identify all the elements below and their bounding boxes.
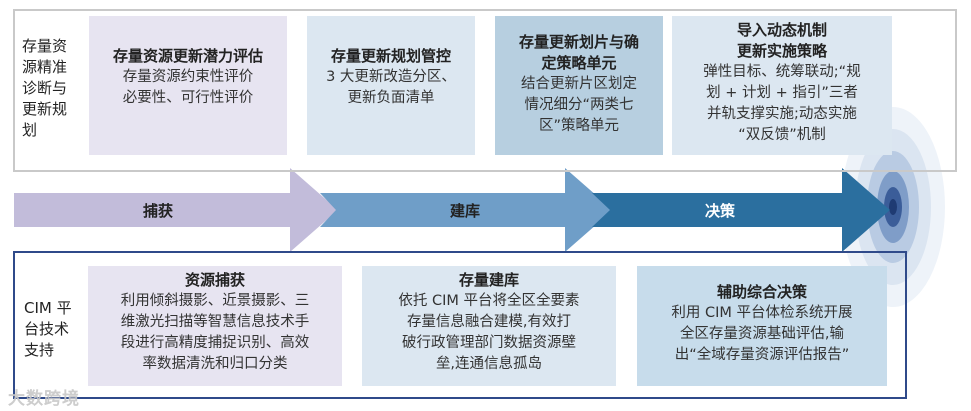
box-strategy-unit: 存量更新划片与确 定策略单元 结合更新片区划定 情况细分“两类七 区”策略单元	[495, 16, 663, 155]
box-text: 必要性、可行性评价	[122, 90, 254, 106]
box-title: 更新实施策略	[736, 42, 827, 60]
box-text: 段进行高精度捕捉识别、高效	[120, 335, 310, 351]
box-database-building: 存量建库 依托 CIM 平台将全区全要素 存量信息融合建模,有效打 破行政管理部…	[362, 266, 616, 386]
box-text: 结合更新片区划定	[521, 76, 637, 92]
box-text: 更新负面清单	[347, 90, 435, 106]
box-text: 维激光扫描等智慧信息技术手	[120, 314, 310, 330]
flow-arrow-decide	[592, 168, 890, 252]
box-potential-evaluation: 存量资源更新潜力评估 存量资源约束性评价 必要性、可行性评价	[89, 16, 287, 155]
box-text: 全区存量资源基础评估,输	[679, 326, 845, 342]
box-text: 存量信息融合建模,有效打	[406, 314, 572, 330]
box-text: 3 大更新改造分区、	[326, 69, 456, 85]
flow-label-build: 建库	[449, 202, 480, 220]
label-line: CIM 平	[24, 299, 72, 317]
label-line: 划	[22, 121, 38, 139]
box-title: 存量资源更新潜力评估	[112, 47, 263, 65]
box-title: 存量更新划片与确	[518, 33, 639, 51]
box-text: 利用倾斜摄影、近景摄影、三	[120, 293, 310, 309]
label-line: 支持	[24, 341, 55, 359]
watermark: 大数跨境	[8, 389, 80, 409]
box-text: 率数据清洗和归口分类	[142, 356, 288, 372]
box-text: 并轨支撑实施;动态实施	[707, 106, 857, 122]
box-title: 辅助综合决策	[716, 283, 807, 301]
box-resource-capture: 资源捕获 利用倾斜摄影、近景摄影、三 维激光扫描等智慧信息技术手 段进行高精度捕…	[88, 266, 342, 386]
flow-arrow-build	[320, 168, 613, 252]
box-text: 情况细分“两类七	[524, 97, 634, 113]
box-text: 垒,连通信息孤岛	[435, 356, 543, 372]
flow-label-capture: 捕获	[142, 202, 173, 220]
box-title: 存量更新规划管控	[330, 47, 451, 65]
box-text: 依托 CIM 平台将全区全要素	[398, 293, 580, 309]
box-text: “双反馈”机制	[738, 127, 826, 143]
box-title: 资源捕获	[184, 271, 245, 289]
bottom-section-label: CIM 平 台技术 支持	[24, 298, 72, 361]
box-dynamic-mechanism: 导入动态机制 更新实施策略 弹性目标、统筹联动;“规 划 + 计划 + 指引”三…	[672, 16, 892, 155]
box-text: 存量资源约束性评价	[122, 69, 254, 85]
flow-arrow-capture	[14, 168, 338, 252]
box-title: 存量建库	[458, 271, 519, 289]
box-text: 出“全域存量资源评估报告”	[674, 347, 850, 363]
label-line: 台技术	[24, 320, 70, 338]
box-text: 区”策略单元	[538, 118, 619, 134]
box-text: 弹性目标、统筹联动;“规	[703, 64, 861, 80]
target-icon	[841, 107, 945, 307]
label-line: 存量资	[22, 37, 68, 55]
label-line: 更新规	[22, 100, 68, 118]
label-line: 诊断与	[22, 79, 68, 97]
box-text: 利用 CIM 平台体检系统开展	[671, 305, 853, 321]
top-section-frame	[13, 9, 957, 172]
bottom-section-frame	[13, 251, 907, 399]
box-title: 定策略单元	[541, 54, 617, 72]
top-section-label: 存量资 源精准 诊断与 更新规 划	[22, 36, 67, 141]
box-title: 导入动态机制	[736, 21, 827, 39]
box-planning-control: 存量更新规划管控 3 大更新改造分区、 更新负面清单	[307, 16, 475, 155]
flow-label-decide: 决策	[704, 202, 735, 220]
label-line: 源精准	[22, 58, 68, 76]
box-text: 划 + 计划 + 指引”三者	[706, 85, 858, 101]
box-decision-support: 辅助综合决策 利用 CIM 平台体检系统开展 全区存量资源基础评估,输 出“全域…	[637, 266, 887, 386]
box-text: 破行政管理部门数据资源壁	[402, 335, 576, 351]
